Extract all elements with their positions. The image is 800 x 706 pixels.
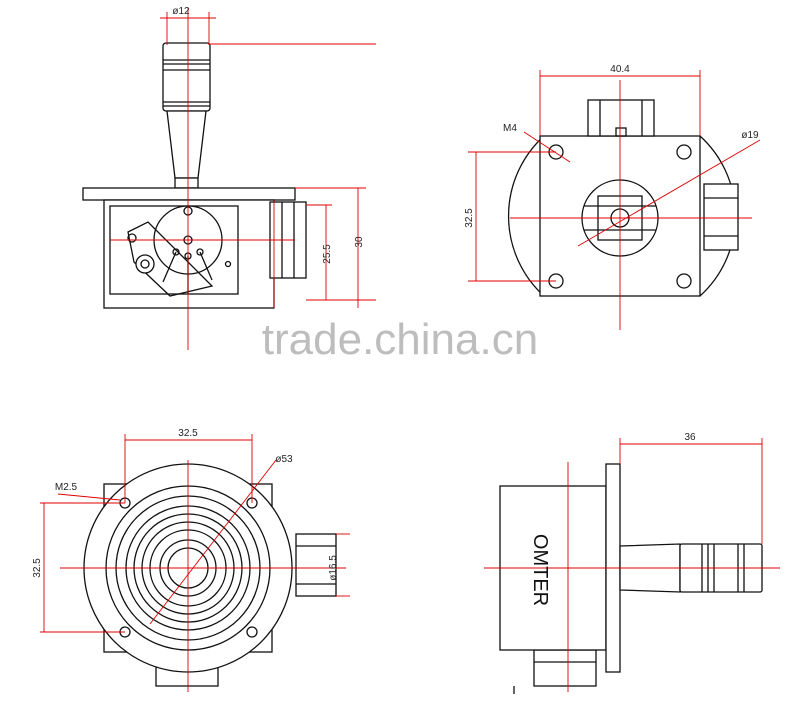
front-view [82, 8, 376, 350]
front-h1-label: 25.5 [322, 244, 333, 264]
front-h2-label: 30 [354, 236, 365, 248]
bottom-hole-label: M2.5 [55, 482, 78, 493]
top-hole-label: M4 [503, 123, 517, 134]
bottom-view [40, 434, 350, 692]
top-pitch-label: 32.5 [464, 208, 475, 228]
watermark: trade.china.cn [262, 315, 538, 364]
bottom-boss-label: ø16.5 [328, 555, 339, 581]
bottom-pitch-x-label: 32.5 [178, 428, 198, 439]
bottom-pitch-y-label: 32.5 [32, 558, 43, 578]
top-width-label: 40.4 [610, 64, 630, 75]
side-length-label: 36 [684, 432, 696, 443]
side-view [484, 438, 780, 694]
top-view [468, 70, 761, 330]
front-shaft-dia-label: ø12 [172, 6, 190, 17]
bottom-dia-label: ø53 [275, 454, 293, 465]
top-dia-label: ø19 [741, 130, 759, 141]
brand-label: OMTER [529, 534, 551, 606]
